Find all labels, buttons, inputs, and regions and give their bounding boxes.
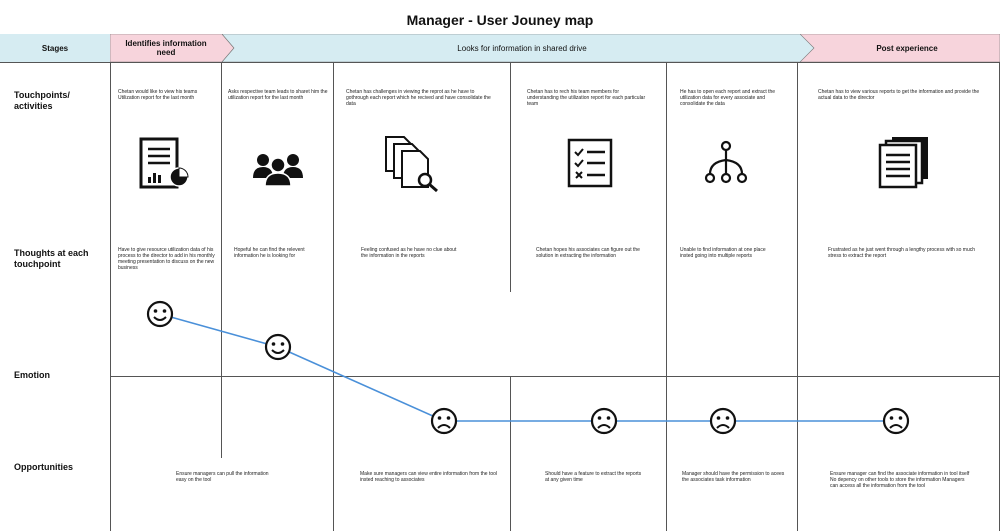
documents-stack-icon: [878, 137, 928, 189]
row-label-opportunities: Opportunities: [14, 462, 73, 472]
emotion-line: [159, 313, 896, 422]
report-chart-icon: [139, 137, 189, 189]
grid-line: [110, 62, 111, 531]
opportunity-text: Ensure managers can pull the information…: [176, 471, 269, 483]
opportunity-text: Make sure managers can view entire infor…: [360, 471, 498, 483]
stages-header: Stages: [0, 34, 110, 62]
grid-line: [510, 62, 511, 292]
touchpoint-text: Chetan has to view various reports to ge…: [818, 89, 980, 101]
sad-face-icon: [430, 407, 458, 435]
stage-band-post: Post experience: [800, 34, 1000, 62]
row-label-thoughts: Thoughts at each touchpoint: [14, 248, 89, 269]
sad-face-icon: [882, 407, 910, 435]
stage-label-post: Post experience: [876, 43, 938, 53]
touchpoint-text: Asks respective team leads to sharet him…: [228, 89, 328, 101]
thought-text: Have to give resource utilization data o…: [118, 247, 215, 271]
stage-band-looks: Looks for information in shared drive: [222, 34, 818, 62]
thought-text: Unable to find information at one place …: [680, 247, 766, 259]
opportunity-text: Manager should have the permission to ac…: [682, 471, 785, 483]
grid-line: [221, 62, 222, 458]
stage-arrow-shape: [222, 34, 817, 62]
happy-face-icon: [264, 333, 292, 361]
thought-text: Feeling confused as he have no clue abou…: [361, 247, 457, 259]
stage-label-identifies: Identifies information need: [125, 39, 207, 57]
opportunity-text: Ensure manager can find the associate in…: [830, 471, 970, 489]
team-group-icon: [253, 154, 303, 186]
touchpoint-text: He has to open each report and extract t…: [680, 89, 776, 107]
document-search-icon: [385, 136, 438, 193]
sad-face-icon: [709, 407, 737, 435]
thought-text: Hopeful he can find the relevent informa…: [234, 247, 305, 259]
grid-line: [110, 376, 1000, 377]
grid-line: [510, 376, 511, 531]
touchpoint-text: Chetan has to rech his team members for …: [527, 89, 646, 107]
checklist-icon: [567, 138, 613, 188]
opportunity-text: Should have a feature to extract the rep…: [545, 471, 642, 483]
touchpoint-text: Chetan would like to view his teams Util…: [118, 89, 198, 101]
hierarchy-icon: [704, 140, 748, 184]
sad-face-icon: [590, 407, 618, 435]
thought-text: Chetan hopes his associates can figure o…: [536, 247, 640, 259]
grid-line: [666, 62, 667, 531]
page-title: Manager - User Jouney map: [406, 12, 594, 28]
thought-text: Frustrated as he just went through a len…: [828, 247, 976, 259]
row-label-emotion: Emotion: [14, 370, 50, 380]
touchpoint-text: Chetan has challenges in viewing the rep…: [346, 89, 491, 107]
grid-line: [333, 62, 334, 531]
grid-line: [797, 62, 798, 531]
happy-face-icon: [146, 300, 174, 328]
stage-label-looks: Looks for information in shared drive: [457, 43, 587, 53]
stage-arrow-shape: [800, 34, 1000, 62]
row-label-touchpoints: Touchpoints/ activities: [14, 90, 70, 111]
grid-line: [0, 62, 1000, 63]
